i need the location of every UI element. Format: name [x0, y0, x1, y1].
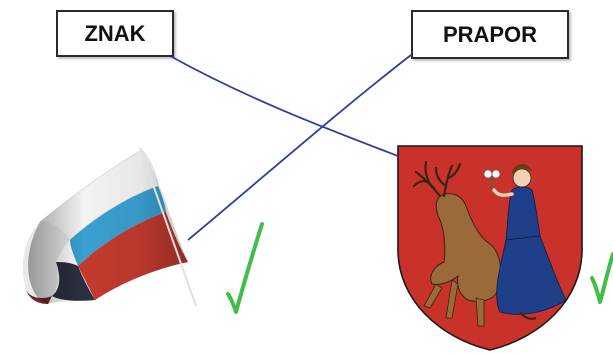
coat-of-arms-illustration: [398, 146, 582, 350]
line-znak-to-coat: [172, 57, 398, 156]
check-mark-right-icon: [592, 254, 613, 302]
matching-lines: [172, 55, 411, 240]
flag-illustration: [23, 148, 196, 306]
check-mark-left-icon: [228, 224, 262, 312]
